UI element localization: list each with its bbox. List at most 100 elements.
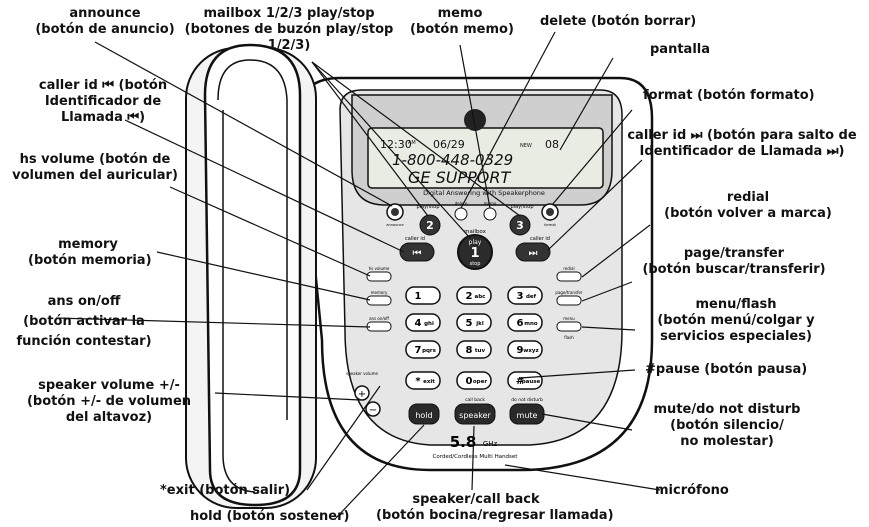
callout-hs-volume: hs volume (botón de volumen del auricula… bbox=[6, 152, 184, 184]
speaker-volume-plus[interactable] bbox=[354, 385, 370, 401]
callout-speaker-volume-line3: del altavoz) bbox=[65, 410, 153, 425]
speaker-button[interactable] bbox=[454, 403, 496, 425]
key-number-label: 4 bbox=[415, 318, 422, 329]
key-letters-label: tuv bbox=[475, 348, 486, 354]
mailbox-small-label: mailbox bbox=[464, 229, 486, 235]
svg-text:3: 3 bbox=[516, 219, 524, 232]
callout-menu-flash-line2: (botón menú/colgar y bbox=[657, 313, 815, 328]
key-letters-label: pqrs bbox=[422, 348, 437, 354]
callout-format-line1: format (botón formato) bbox=[643, 88, 815, 103]
message-led bbox=[464, 109, 486, 131]
key-letters-label: pause bbox=[522, 379, 541, 385]
key-number-label: 8 bbox=[466, 345, 473, 356]
callout-speaker-volume: speaker volume +/- (botón +/- de volumen… bbox=[6, 378, 212, 426]
callout-pause: #pause (botón pausa) bbox=[645, 362, 807, 378]
delete-button[interactable] bbox=[454, 207, 468, 221]
key-mno[interactable] bbox=[507, 313, 543, 332]
menu-small-label: menu bbox=[563, 316, 575, 321]
memo-small-label: memo bbox=[484, 201, 497, 206]
callout-delete: delete (botón borrar) bbox=[540, 14, 696, 30]
key-pqrs[interactable] bbox=[405, 340, 441, 359]
key-number-label: 2 bbox=[466, 291, 473, 302]
caller-id-fwd-button[interactable] bbox=[515, 242, 551, 262]
key-pause[interactable] bbox=[507, 371, 543, 390]
display-number: 1-800-448-0329 bbox=[392, 151, 513, 169]
play-num-label: 1 bbox=[470, 246, 479, 261]
key-abc[interactable] bbox=[456, 286, 492, 305]
display-date: 06/29 bbox=[433, 138, 465, 151]
brand-ghz: GHz bbox=[483, 440, 498, 448]
key-1[interactable] bbox=[405, 286, 441, 305]
mailbox-2-button[interactable] bbox=[419, 214, 441, 236]
announce-small-label: announce bbox=[386, 223, 403, 227]
callout-mailbox-line2: (botones de buzón play/stop bbox=[184, 22, 394, 37]
redial-button[interactable] bbox=[556, 271, 582, 282]
memory-button[interactable] bbox=[366, 295, 392, 306]
call-back-small-label: call back bbox=[465, 397, 485, 403]
key-exit[interactable] bbox=[405, 371, 441, 390]
svg-text:−: − bbox=[369, 405, 377, 416]
key-tuv[interactable] bbox=[456, 340, 492, 359]
callout-caller-id-back-line3: Llamada ⏮) bbox=[60, 110, 146, 125]
menu-flash-button[interactable] bbox=[556, 321, 582, 332]
page-transfer-button[interactable] bbox=[556, 295, 582, 306]
play-stop-3-label: play/stop bbox=[510, 204, 533, 210]
memo-button[interactable] bbox=[483, 207, 497, 221]
key-number-label: # bbox=[516, 376, 524, 387]
callout-hs-volume-line1: hs volume (botón de bbox=[19, 152, 171, 167]
key-number-label: 3 bbox=[517, 291, 524, 302]
key-letters-label: exit bbox=[423, 379, 435, 385]
ans-onoff-button[interactable] bbox=[366, 321, 392, 332]
play-top-label: play bbox=[469, 239, 482, 246]
speaker-btn-label: speaker bbox=[459, 411, 491, 420]
hs-volume-button[interactable] bbox=[366, 271, 392, 282]
mailbox-3-button[interactable] bbox=[509, 214, 531, 236]
callout-speaker-callback: speaker/call back (botón bocina/regresar… bbox=[376, 492, 614, 524]
brand-big: 5.8 bbox=[450, 433, 477, 451]
format-small-label: format bbox=[544, 223, 556, 227]
callout-menu-flash-line1: menu/flash bbox=[695, 297, 777, 312]
play-1-button[interactable] bbox=[457, 234, 493, 270]
callout-microfono: micrófono bbox=[655, 483, 729, 499]
display-new: NEW bbox=[520, 143, 532, 149]
key-oper[interactable] bbox=[456, 371, 492, 390]
callout-announce-line2: (botón de anuncio) bbox=[35, 22, 175, 37]
callout-speaker-callback-line2: (botón bocina/regresar llamada) bbox=[376, 508, 614, 523]
key-letters-label: wxyz bbox=[523, 348, 538, 354]
callout-pause-line1: #pause (botón pausa) bbox=[645, 362, 808, 377]
handset bbox=[203, 43, 302, 507]
callout-memory-line1: memory bbox=[58, 237, 118, 252]
callout-redial: redial (botón volver a marca) bbox=[648, 190, 848, 222]
callout-microfono-line1: micrófono bbox=[655, 483, 729, 498]
key-ghi[interactable] bbox=[405, 313, 441, 332]
ans-onoff-small-label: ans on/off bbox=[369, 316, 389, 321]
callout-ans-onoff-line1: ans on/off bbox=[47, 294, 121, 309]
callout-hs-volume-line2: volumen del auricular) bbox=[12, 168, 178, 183]
callout-menu-flash: menu/flash (botón menú/colgar y servicio… bbox=[636, 297, 836, 345]
key-number-label: 7 bbox=[415, 345, 422, 356]
callout-mailbox-line1: mailbox 1/2/3 play/stop bbox=[203, 6, 375, 21]
callout-hold-line1: hold (botón sostener) bbox=[190, 509, 350, 524]
key-letters-label: def bbox=[526, 294, 537, 300]
callout-mute-line1: mute/do not disturb bbox=[653, 402, 801, 417]
callout-memory: memory (botón memoria) bbox=[28, 237, 152, 269]
forward-icon: ⏭ bbox=[529, 248, 538, 259]
callout-caller-id-back: caller id ⏮ (botón Identificador de Llam… bbox=[18, 78, 188, 126]
key-number-label: 6 bbox=[517, 318, 524, 329]
caller-id-back-button[interactable] bbox=[399, 242, 435, 262]
speaker-volume-minus[interactable] bbox=[365, 401, 381, 417]
callout-exit: *exit (botón salir) bbox=[160, 483, 290, 499]
callout-ans-onoff-line3: función contestar) bbox=[16, 334, 152, 349]
key-wxyz[interactable] bbox=[507, 340, 543, 359]
callout-speaker-volume-line1: speaker volume +/- bbox=[38, 378, 180, 393]
key-def[interactable] bbox=[507, 286, 543, 305]
hold-button[interactable] bbox=[408, 403, 440, 425]
callout-caller-id-fwd: caller id ⏭ (botón para salto de Identif… bbox=[618, 128, 866, 160]
callout-hold: hold (botón sostener) bbox=[190, 509, 349, 525]
key-jkl[interactable] bbox=[456, 313, 492, 332]
callout-pantalla-line1: pantalla bbox=[650, 42, 711, 57]
callout-caller-id-back-line1: caller id ⏮ (botón bbox=[38, 78, 168, 93]
display-time: 12:30 bbox=[380, 138, 412, 151]
